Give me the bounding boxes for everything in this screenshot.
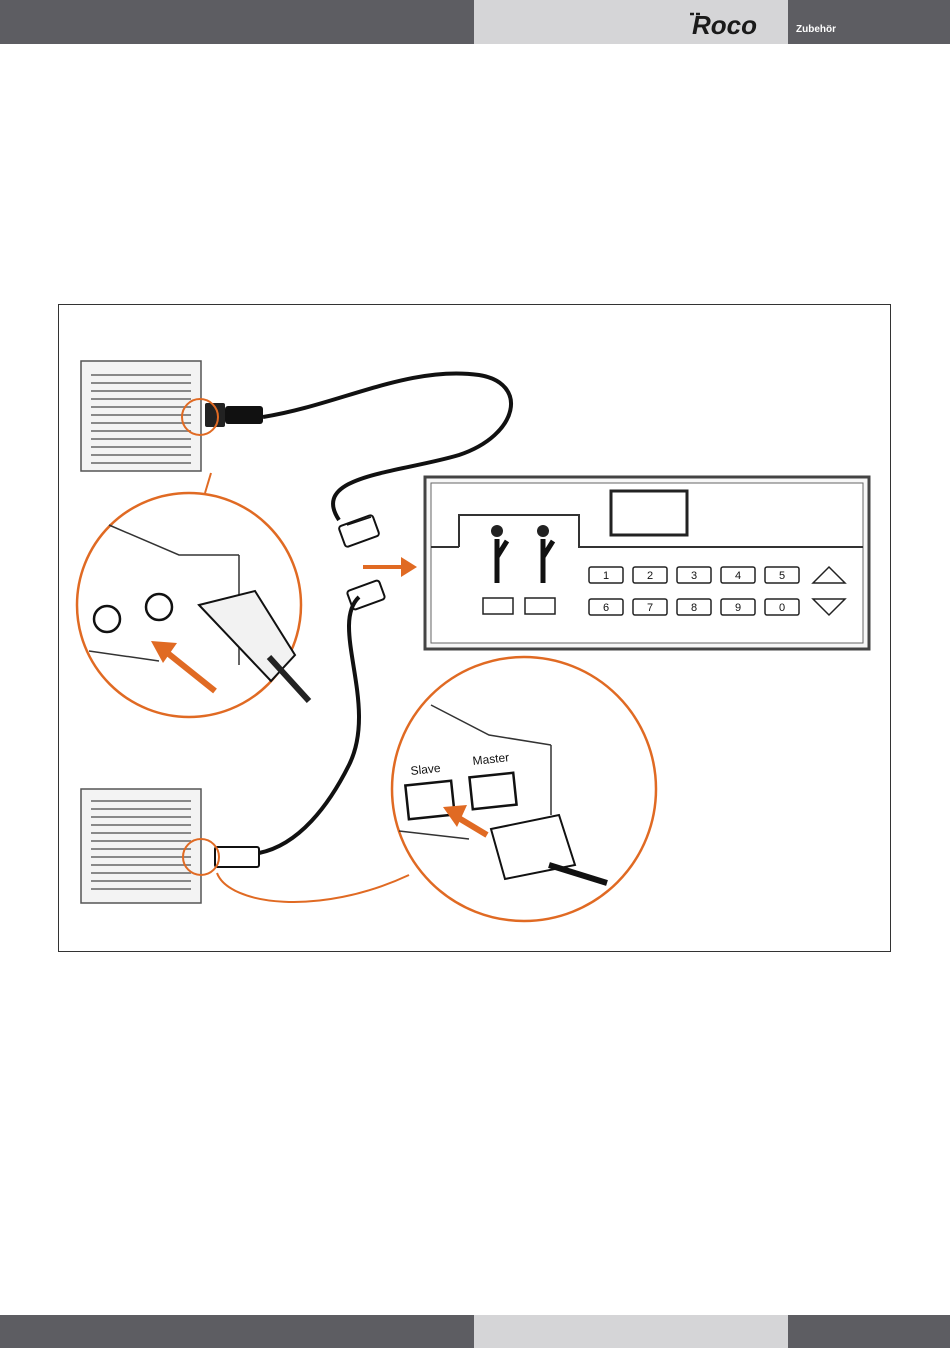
switch-button-right	[525, 598, 555, 614]
upper-rj-plug	[338, 515, 379, 548]
slave-socket	[405, 781, 454, 820]
key-label-7: 7	[647, 602, 653, 614]
footer-bar-light-middle	[474, 1315, 788, 1348]
key-label-8: 8	[691, 602, 697, 614]
key-label-6: 6	[603, 602, 609, 614]
din-socket-left	[94, 606, 120, 632]
footer-bar	[0, 1315, 950, 1348]
footer-bar-dark-right	[788, 1315, 950, 1348]
master-socket	[469, 773, 516, 809]
rj-zoom-detail: Slave Master	[392, 657, 656, 921]
control-panel: 1 2 3 4 5 6 7 8 9 0	[425, 477, 869, 649]
roco-logo: Roco	[686, 8, 786, 38]
header-bar-dark-left	[0, 0, 474, 44]
insert-arrow-icon	[363, 557, 417, 577]
key-label-1: 1	[603, 570, 609, 582]
din-zoom-detail	[77, 473, 309, 717]
indicator-led-left	[491, 525, 503, 537]
lower-rj-connector	[215, 847, 259, 867]
logo-text: Roco	[692, 10, 757, 38]
key-label-5: 5	[779, 570, 785, 582]
lower-device	[81, 789, 409, 903]
panel-display	[611, 491, 687, 535]
header-bar-dark-right	[788, 0, 950, 44]
key-label-2: 2	[647, 570, 653, 582]
key-label-3: 3	[691, 570, 697, 582]
switch-button-left	[483, 598, 513, 614]
footer-bar-dark-left	[0, 1315, 474, 1348]
indicator-led-right	[537, 525, 549, 537]
connection-diagram-frame: 1 2 3 4 5 6 7 8 9 0	[58, 304, 891, 952]
din-socket-right	[146, 594, 172, 620]
key-label-4: 4	[735, 570, 741, 582]
header-bar: Roco Zubehör	[0, 0, 950, 44]
key-label-9: 9	[735, 602, 741, 614]
connection-diagram: 1 2 3 4 5 6 7 8 9 0	[59, 305, 892, 953]
section-label: Zubehör	[796, 24, 836, 35]
key-label-0: 0	[779, 602, 785, 614]
